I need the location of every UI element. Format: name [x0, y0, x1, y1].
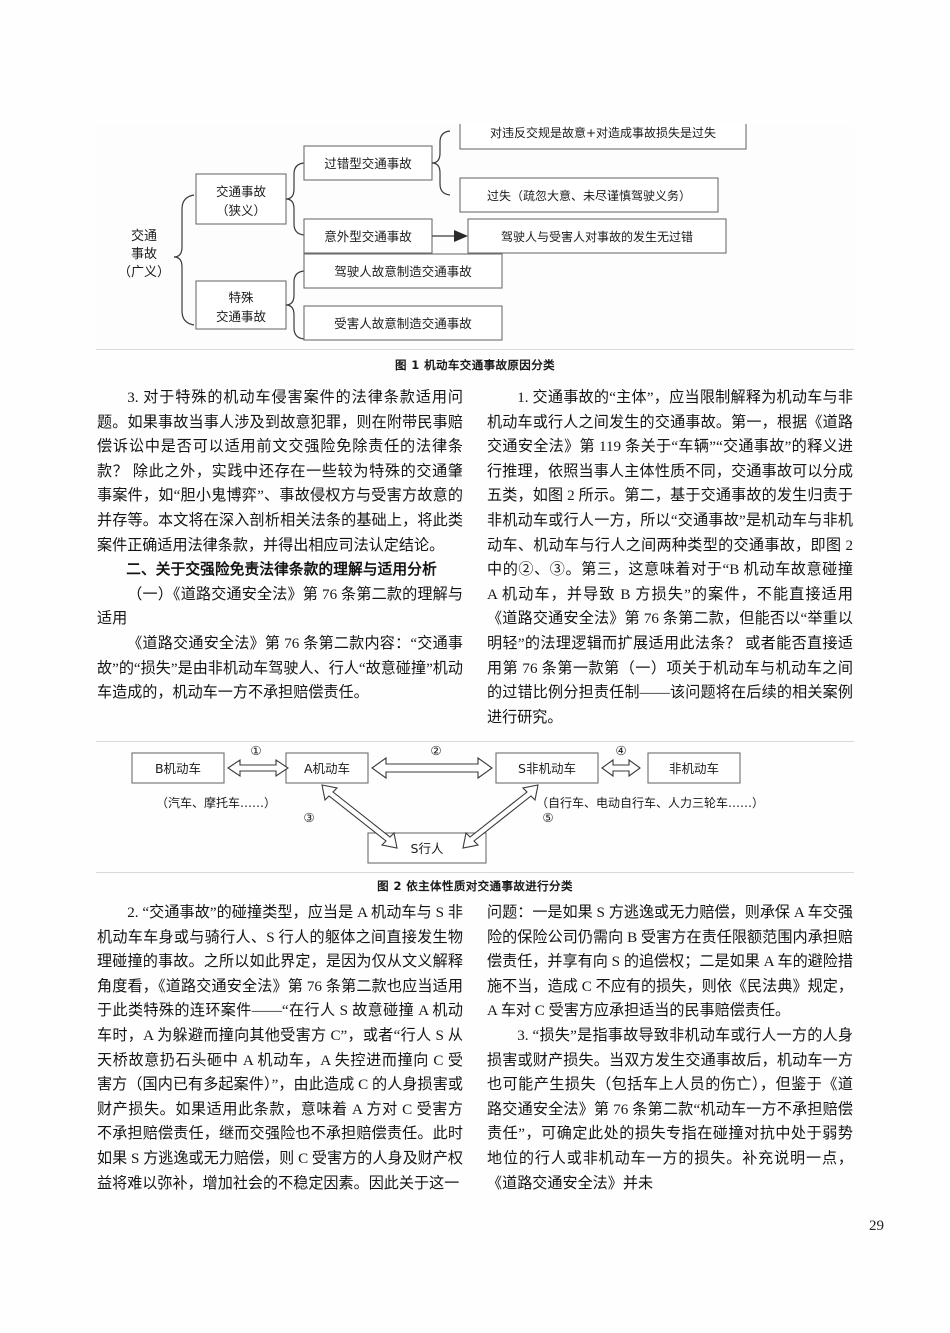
fig2-edge-label-1: ① [250, 745, 261, 758]
fig2-edge-3 [321, 784, 398, 849]
column-lower-left: 2. “交通事故”的碰撞类型，应当是 A 机动车与 S 非机动车车身或与骑行人、… [97, 901, 463, 1196]
fig1-brace-narrow-lower [285, 198, 305, 236]
fig1-narrow-line1: 交通事故 [216, 184, 267, 199]
fig1-accidental-label: 意外型交通事故 [324, 229, 412, 244]
fig1-node-accidental-detail: 驾驶人与受害人对事故的发生无过错 [467, 218, 727, 254]
paragraph: 2. “交通事故”的碰撞类型，应当是 A 机动车与 S 非机动车车身或与骑行人、… [97, 905, 463, 1192]
fig1-fault-detail-2-label: 过失（疏忽大意、未尽谨慎驾驶义务） [487, 188, 691, 203]
fig2-edge-1 [227, 758, 289, 778]
fig1-brace-root-upper [173, 194, 195, 258]
paragraph: （一）《道路交通安全法》第 76 条第二款的理解与适用 [97, 586, 463, 628]
section-heading: 二、关于交强险免责法律条款的理解与适用分析 [126, 561, 437, 579]
fig1-node-fault-detail-1: 对违反交规是故意+对造成事故损失是过失 [459, 124, 747, 150]
fig2-edge-4 [601, 758, 641, 778]
fig1-node-narrow: 交通事故 （狭义） [195, 173, 287, 225]
figure1-caption: 图 1 机动车交通事故原因分类 [394, 358, 555, 372]
fig1-brace-narrow-upper [285, 162, 305, 200]
fig2-edge-label-3: ③ [303, 810, 314, 825]
fig1-node-special-detail-2: 受害人故意制造交通事故 [303, 305, 503, 341]
fig1-arrow-accidental [432, 230, 468, 242]
fig1-node-special-detail-1: 驾驶人故意制造交通事故 [303, 253, 503, 289]
fig2-edge-label-5: ⑤ [542, 810, 553, 825]
fig2-edge-label-4: ④ [615, 745, 626, 758]
paragraph: 1. 交通事故的“主体”，应当限制解释为机动车与非机动车或行人之间发生的交通事故… [487, 390, 853, 726]
fig1-special-detail-2-label: 受害人故意制造交通事故 [334, 316, 472, 331]
fig1-brace-fault-lower [431, 162, 451, 196]
fig2-note-right: （自行车、电动自行车、人力三轮车……） [536, 795, 764, 810]
fig1-narrow-line2: （狭义） [216, 203, 266, 218]
figure2-caption: 图 2 依主体性质对交通事故进行分类 [377, 879, 573, 893]
fig1-brace-special-lower [285, 304, 305, 340]
fig2-edge-2 [371, 756, 493, 780]
fig2-a-motor-label: A机动车 [304, 761, 350, 776]
fig1-brace-special-upper [285, 270, 305, 306]
fig1-special-line2: 交通事故 [216, 309, 267, 324]
fig2-b-motor-label: B机动车 [155, 761, 201, 776]
fig2-edge-label-2: ② [430, 745, 441, 758]
figure2-diagram: .hollow { fill:#ffffff; stroke:#3a3a3a; … [96, 743, 854, 869]
fig1-node-fault-detail-2: 过失（疏忽大意、未尽谨慎驾驶义务） [459, 177, 719, 213]
fig2-node-b-motor: B机动车 [131, 752, 225, 784]
fig1-fault-detail-1-label: 对违反交规是故意+对造成事故损失是过失 [490, 125, 716, 140]
fig1-brace-fault-upper [431, 130, 451, 164]
figure1-diagram: 交通 事故 （广义） 交通事故 （狭义） 特殊 交通事故 [96, 124, 854, 346]
fig1-brace-root-lower [173, 256, 195, 326]
fig1-node-fault: 过错型交通事故 [303, 145, 433, 181]
paragraph: 问题：一是如果 S 方逃逸或无力赔偿，则承保 A 车交强险的保险公司仍需向 B … [487, 905, 853, 1020]
fig2-s-pedestrian-label: S行人 [411, 841, 444, 856]
figure2-top-rule [96, 741, 854, 742]
column-upper-right: 1. 交通事故的“主体”，应当限制解释为机动车与非机动车或行人之间发生的交通事故… [487, 386, 853, 730]
fig2-node-s-nonmotor: S非机动车 [495, 752, 599, 784]
fig1-special-line1: 特殊 [228, 290, 254, 305]
fig1-root-line3: （广义） [118, 265, 170, 280]
fig1-fault-label: 过错型交通事故 [324, 156, 412, 171]
fig1-accidental-detail-label: 驾驶人与受害人对事故的发生无过错 [501, 229, 693, 244]
fig1-root-line2: 事故 [131, 247, 157, 262]
page-number: 29 [869, 1218, 884, 1234]
column-upper-left: 3. 对于特殊的机动车侵害案件的法律条款适用问题。如果事故当事人涉及到故意犯罪，… [97, 386, 463, 706]
paragraph: 3. “损失”是指事故导致非机动车或行人一方的人身损害或财产损失。当双方发生交通… [487, 1027, 853, 1192]
fig1-node-special: 特殊 交通事故 [195, 280, 287, 330]
fig2-s-nonmotor-label: S非机动车 [518, 761, 576, 776]
figure1-bottom-rule [96, 349, 854, 350]
figure2-bottom-rule [96, 872, 854, 873]
fig2-edge-5 [462, 784, 539, 849]
fig2-note-left: （汽车、摩托车……） [156, 795, 276, 810]
fig1-node-accidental: 意外型交通事故 [303, 218, 433, 254]
fig2-node-a-motor: A机动车 [285, 752, 369, 784]
paragraph: 3. 对于特殊的机动车侵害案件的法律条款适用问题。如果事故当事人涉及到故意犯罪，… [97, 390, 463, 554]
fig1-special-detail-1-label: 驾驶人故意制造交通事故 [334, 264, 472, 279]
fig2-nonmotor-label: 非机动车 [669, 761, 719, 776]
fig2-node-nonmotor: 非机动车 [647, 752, 741, 784]
fig1-root-line1: 交通 [131, 228, 157, 244]
fig1-node-root: 交通 事故 （广义） [118, 228, 170, 280]
paragraph: 《道路交通安全法》第 76 条第二款内容：“交通事故”的“损失”是由非机动车驾驶… [97, 635, 463, 702]
column-lower-right: 问题：一是如果 S 方逃逸或无力赔偿，则承保 A 车交强险的保险公司仍需向 B … [487, 901, 853, 1196]
